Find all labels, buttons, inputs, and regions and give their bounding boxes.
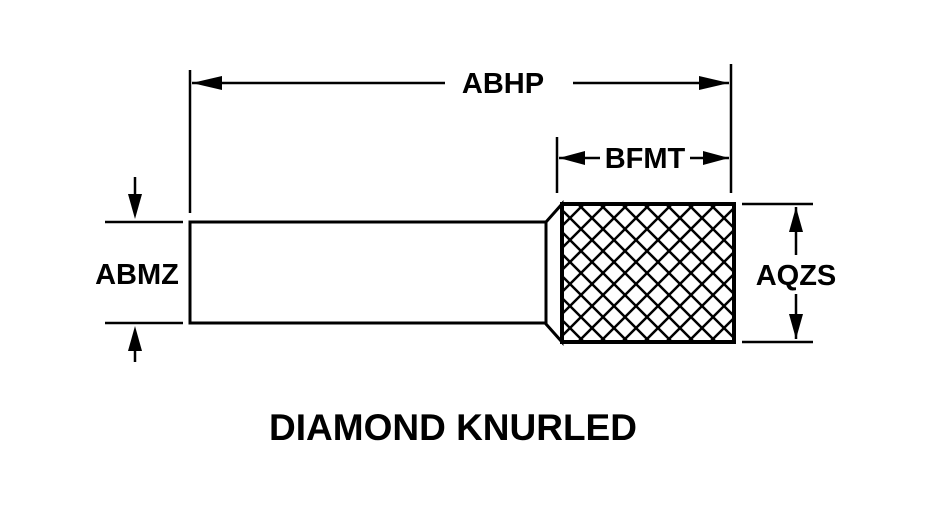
arrowhead-left-icon (192, 76, 222, 90)
knurl-length-label: BFMT (605, 143, 686, 175)
knurl-hatch-line (687, 294, 734, 341)
knurl-hatch-line (621, 205, 734, 318)
arrowhead-knurl-right-icon (703, 151, 729, 165)
drawing-title: DIAMOND KNURLED (269, 407, 637, 448)
shank-diameter-label: ABMZ (95, 259, 179, 291)
arrowhead-shank-top-icon (128, 194, 142, 219)
dimension-overall-length (188, 64, 733, 213)
part-outline (188, 200, 564, 346)
dimension-shank-diameter (105, 177, 183, 362)
knurl-hatch-line (562, 205, 563, 206)
arrowhead-knurl-bottom-icon (789, 314, 803, 339)
overall-length-label: ABHP (462, 68, 544, 100)
knurl-hatch-line (562, 274, 629, 341)
knurl-hatch-line (687, 205, 734, 252)
arrowhead-knurl-top-icon (789, 207, 803, 232)
knurl-hatch-line (562, 296, 607, 341)
knurl-hatch-line (402, 204, 540, 342)
diamond-knurl-pattern (402, 204, 734, 342)
knurled-head (402, 202, 736, 344)
chamfer (544, 200, 564, 346)
knurl-hatch-line (562, 340, 563, 341)
arrowhead-right-icon (699, 76, 729, 90)
knurl-hatch-line (562, 252, 651, 341)
arrowhead-knurl-left-icon (559, 151, 585, 165)
knurl-diameter-label: AQZS (756, 260, 837, 292)
knurl-hatch-line (599, 205, 734, 340)
knurl-hatch-line (665, 205, 734, 274)
dimension-knurl-diameter (742, 202, 813, 344)
knurl-hatch-line (665, 272, 734, 341)
knurl-hatch-line (577, 205, 717, 341)
knurl-hatch-line (562, 205, 629, 272)
knurl-hatch-line (402, 204, 540, 342)
shank-body (188, 220, 548, 325)
knurl-hatch-line (562, 208, 695, 341)
knurl-hatch-line (562, 205, 607, 250)
arrowhead-shank-bottom-icon (128, 326, 142, 351)
knurl-hatch-line (562, 230, 673, 341)
dimension-knurl-length (555, 137, 729, 193)
knurl-outline (560, 202, 736, 344)
knurl-hatch-line (643, 205, 734, 296)
